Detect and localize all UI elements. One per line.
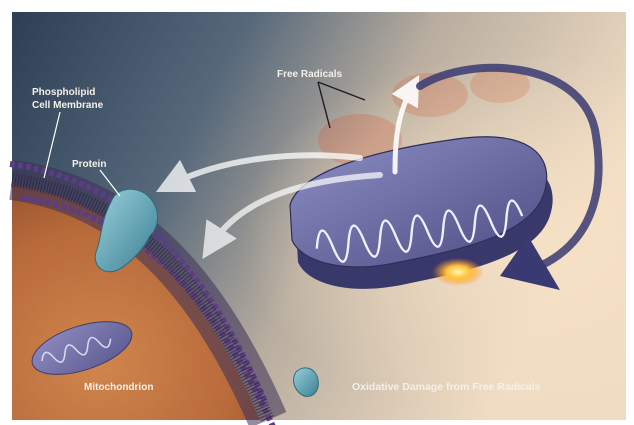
label-membrane-line1: Phospholipid bbox=[32, 87, 95, 98]
label-membrane-line2: Cell Membrane bbox=[32, 100, 104, 111]
label-protein: Protein bbox=[72, 159, 106, 170]
caption: Oxidative Damage from Free Radicals bbox=[352, 381, 541, 393]
label-mitochondrion: Mitochondrion bbox=[84, 382, 153, 393]
damage-burst bbox=[432, 258, 484, 286]
label-free-radicals: Free Radicals bbox=[277, 69, 342, 80]
